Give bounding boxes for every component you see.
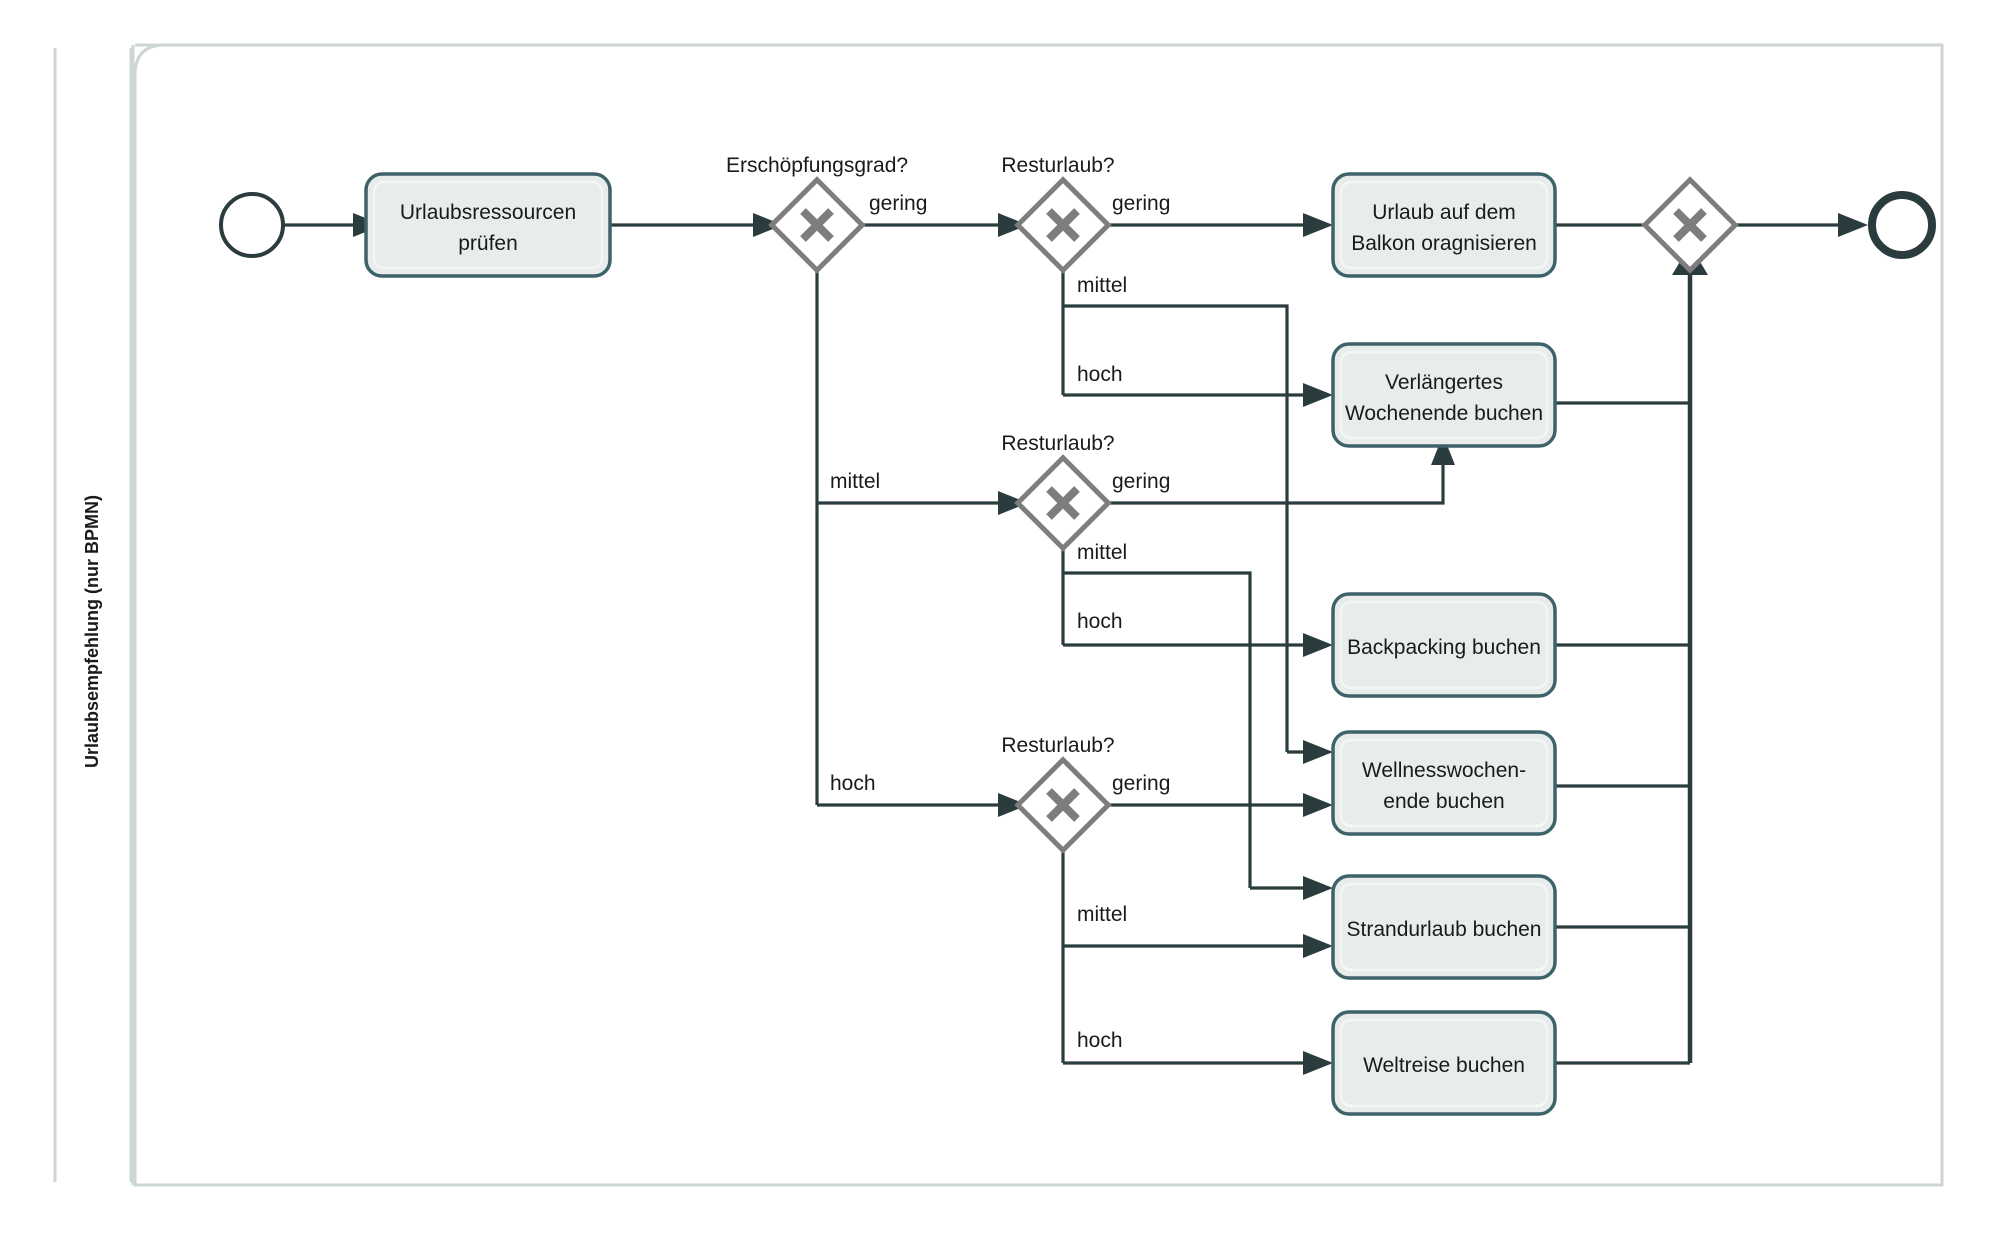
arrow-gw1-hoch <box>998 793 1028 817</box>
arrow-r2-mittel <box>1303 876 1333 900</box>
start-event[interactable] <box>219 192 285 258</box>
task-label-line1: Urlaubsressourcen <box>400 201 576 224</box>
flow-r2-mittel <box>1063 571 1252 888</box>
arrow-r2-hoch <box>1303 633 1333 657</box>
gateway-x-icon <box>1046 208 1080 242</box>
arrow-r3-gering <box>1303 793 1333 817</box>
task-label-line1: Strandurlaub buchen <box>1347 918 1542 941</box>
task-label-line1: Backpacking buchen <box>1347 636 1541 659</box>
gateway-resturlaub-1-label: Resturlaub? <box>1001 154 1114 177</box>
sequence-flows <box>283 213 1868 1075</box>
task-inner-highlight <box>1339 180 1549 270</box>
arrow-to-gw1 <box>753 213 783 237</box>
flow-label-r3-gering: gering <box>1112 772 1170 795</box>
task-inner-highlight <box>1339 1018 1549 1108</box>
flow-r2-gering <box>1063 465 1445 505</box>
task-label-line2: ende buchen <box>1383 790 1504 813</box>
arrow-to-end <box>1838 213 1868 237</box>
arrow-gw1-gering <box>998 213 1028 237</box>
task-urlaubsressourcen-pruefen[interactable]: Urlaubsressourcen prüfen <box>364 172 612 278</box>
task-strandurlaub-buchen[interactable]: Strandurlaub buchen <box>1331 874 1557 980</box>
gateway-resturlaub-2[interactable]: Resturlaub? <box>1001 432 1115 552</box>
gateway-merge[interactable] <box>1641 176 1739 274</box>
task-weltreise-buchen[interactable]: Weltreise buchen <box>1331 1010 1557 1116</box>
task-inner-highlight <box>1339 600 1549 690</box>
task-label-line2: Wochenende buchen <box>1345 402 1543 425</box>
flow-label-r1-hoch: hoch <box>1077 363 1123 386</box>
gateway-resturlaub-1[interactable]: Resturlaub? <box>1001 154 1115 274</box>
task-verlaengertes-wochenende[interactable]: Verlängertes Wochenende buchen <box>1331 342 1557 448</box>
task-inner-highlight <box>1339 350 1549 440</box>
flow-label-r2-hoch: hoch <box>1077 610 1123 633</box>
task-label-line1: Weltreise buchen <box>1363 1054 1525 1077</box>
task-label-line2: prüfen <box>458 232 518 255</box>
arrow-r1-hoch <box>1303 383 1333 407</box>
task-inner-highlight <box>372 180 604 270</box>
flow-label-g1-hoch: hoch <box>830 772 876 795</box>
gateway-resturlaub-2-label: Resturlaub? <box>1001 432 1114 455</box>
task-label-line1: Verlängertes <box>1385 371 1503 394</box>
task-label-line1: Urlaub auf dem <box>1372 201 1516 224</box>
gateway-x-icon <box>800 208 834 242</box>
flow-labels: gering mittel hoch gering mittel hoch ge… <box>830 192 1170 1052</box>
pool-label: Urlaubsempfehlung (nur BPMN) <box>82 495 102 768</box>
start-event-circle[interactable] <box>219 192 285 258</box>
arrow-r3-mittel <box>1303 934 1333 958</box>
task-wellnesswochenende-buchen[interactable]: Wellnesswochen- ende buchen <box>1331 730 1557 836</box>
arrow-gw1-mittel <box>998 491 1028 515</box>
flow-label-r1-gering: gering <box>1112 192 1170 215</box>
gateway-resturlaub-3-label: Resturlaub? <box>1001 734 1114 757</box>
task-inner-highlight <box>1339 882 1549 972</box>
flow-label-r3-mittel: mittel <box>1077 903 1127 926</box>
gateway-erschoepfungsgrad-label: Erschöpfungsgrad? <box>726 154 908 177</box>
task-label-line1: Wellnesswochen- <box>1362 759 1526 782</box>
end-event[interactable] <box>1868 191 1936 259</box>
flow-label-r2-gering: gering <box>1112 470 1170 493</box>
flow-label-r2-mittel: mittel <box>1077 541 1127 564</box>
task-label-line2: Balkon oragnisieren <box>1351 232 1537 255</box>
gateway-x-icon <box>1046 788 1080 822</box>
flow-label-r1-mittel: mittel <box>1077 274 1127 297</box>
gateway-resturlaub-3[interactable]: Resturlaub? <box>1001 734 1115 854</box>
flow-label-g1-gering: gering <box>869 192 927 215</box>
arrow-r3-hoch <box>1303 1051 1333 1075</box>
gateway-x-icon <box>1046 486 1080 520</box>
task-urlaub-balkon[interactable]: Urlaub auf dem Balkon oragnisieren <box>1331 172 1557 278</box>
flow-label-r3-hoch: hoch <box>1077 1029 1123 1052</box>
task-inner-highlight <box>1339 738 1549 828</box>
flow-r1-mittel <box>1063 304 1289 752</box>
arrow-r1-gering <box>1303 213 1333 237</box>
arrow-r2-gering <box>1431 435 1455 465</box>
flow-label-g1-mittel: mittel <box>830 470 880 493</box>
gateway-erschoepfungsgrad[interactable]: Erschöpfungsgrad? <box>726 154 908 274</box>
end-event-circle[interactable] <box>1868 191 1936 259</box>
task-backpacking-buchen[interactable]: Backpacking buchen <box>1331 592 1557 698</box>
gateway-x-icon <box>1673 208 1707 242</box>
arrow-r1-mittel <box>1303 740 1333 764</box>
